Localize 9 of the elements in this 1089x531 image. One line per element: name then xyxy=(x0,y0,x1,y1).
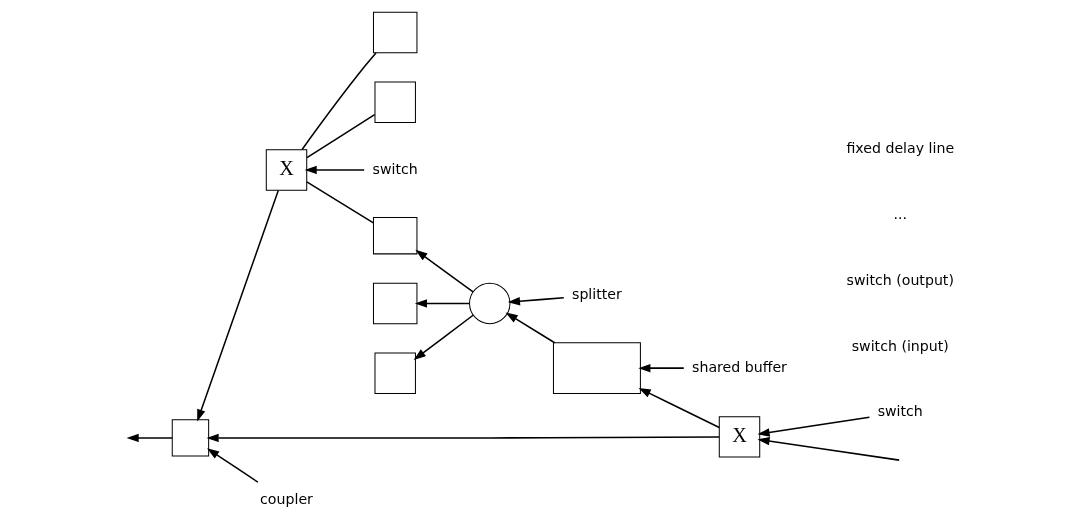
label: fixed delay line xyxy=(845,140,954,157)
node-text: shared buffer xyxy=(691,358,787,375)
label: switch (input) xyxy=(851,337,949,354)
node-text: coupler xyxy=(259,491,313,508)
node-text: splitter xyxy=(571,286,622,303)
label: ... xyxy=(893,206,907,223)
label: switch (output) xyxy=(846,271,954,288)
node-text: switch xyxy=(372,160,418,177)
node-text: switch xyxy=(877,403,923,420)
